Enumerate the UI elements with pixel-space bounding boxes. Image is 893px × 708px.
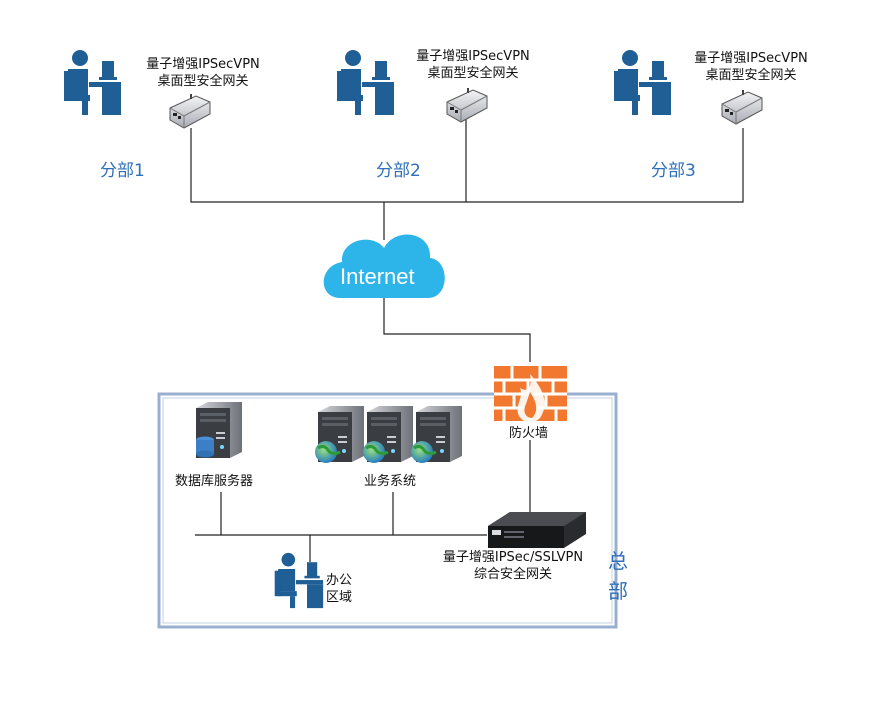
firewall-icon: [494, 366, 567, 423]
office-label-line2: 区域: [326, 590, 353, 605]
office-label-line1: 办公: [326, 573, 353, 588]
device-label-line2: 桌面型安全网关: [705, 68, 797, 83]
hq-name-char1: 总: [608, 549, 628, 573]
office-area-label: 办公 区域: [326, 572, 352, 606]
database-server-icon: [196, 402, 242, 458]
device-label-line2: 桌面型安全网关: [157, 74, 249, 89]
branch3-device-label: 量子增强IPSecVPN 桌面型安全网关: [678, 50, 824, 84]
device-label-line1: 量子增强IPSecVPN: [146, 57, 260, 72]
device-label-line2: 桌面型安全网关: [427, 66, 519, 81]
firewall-label: 防火墙: [509, 426, 549, 441]
branch-links: [190, 118, 744, 562]
desktop-gateway-icon: [721, 89, 763, 125]
branch3-name: 分部3: [651, 161, 696, 181]
device-label-line1: 量子增强IPSecVPN: [416, 49, 530, 64]
rack-gateway-icon: [488, 512, 586, 548]
internet-label: Internet: [340, 264, 415, 289]
branch1-name: 分部1: [100, 161, 145, 181]
branch2-device-label: 量子增强IPSecVPN 桌面型安全网关: [400, 48, 546, 82]
hq-name-char2: 部: [608, 579, 628, 603]
desktop-gateway-icon: [446, 87, 488, 123]
branch2-name: 分部2: [376, 161, 421, 181]
person-computer-icon: [337, 50, 394, 115]
desktop-gateway-icon: [169, 93, 211, 129]
business-servers-icon: [315, 406, 462, 463]
hq-name: 总 部: [603, 546, 633, 606]
person-computer-icon: [64, 50, 121, 115]
business-system-label: 业务系统: [364, 474, 417, 489]
gateway-label-line2: 综合安全网关: [473, 567, 552, 582]
device-label-line1: 量子增强IPSecVPN: [694, 51, 808, 66]
person-computer-icon: [614, 50, 671, 115]
hq-gateway-label: 量子增强IPSec/SSLVPN 综合安全网关: [427, 549, 599, 583]
branch1-device-label: 量子增强IPSecVPN 桌面型安全网关: [130, 56, 276, 90]
db-server-label: 数据库服务器: [175, 474, 254, 489]
cloud-icon: [323, 234, 445, 298]
person-computer-icon: [274, 552, 324, 609]
hq-border: [157, 392, 618, 629]
gateway-label-line1: 量子增强IPSec/SSLVPN: [442, 550, 584, 565]
